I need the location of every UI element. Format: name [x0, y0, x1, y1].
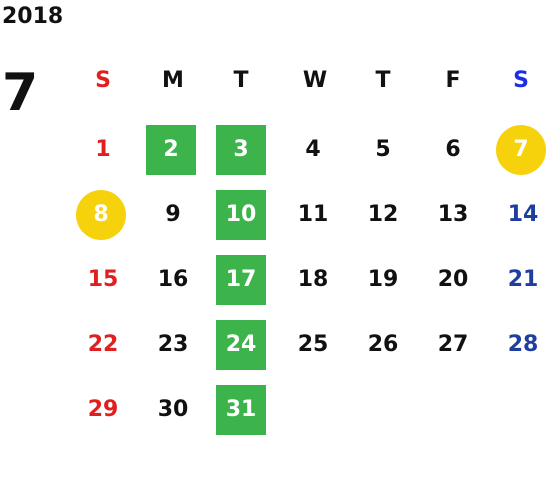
day-cell[interactable]: 19 — [367, 267, 399, 292]
day-cell[interactable]: 4 — [305, 137, 321, 162]
day-cell[interactable]: 25 — [297, 332, 329, 357]
day-cell[interactable]: 11 — [297, 202, 329, 227]
day-cell[interactable]: 14 — [507, 202, 539, 227]
day-cell[interactable]: 9 — [165, 202, 181, 227]
day-cell[interactable]: 22 — [87, 332, 119, 357]
month-number: 7 — [2, 63, 39, 123]
year-label: 2018 — [2, 4, 64, 29]
day-cell[interactable]: 24 — [216, 320, 266, 370]
day-cell[interactable]: 26 — [367, 332, 399, 357]
day-cell[interactable]: 6 — [445, 137, 461, 162]
day-cell[interactable]: 13 — [437, 202, 469, 227]
day-cell[interactable]: 27 — [437, 332, 469, 357]
weekday-header-sun: S — [95, 68, 111, 93]
day-cell[interactable]: 31 — [216, 385, 266, 435]
day-cell[interactable]: 3 — [216, 125, 266, 175]
day-cell[interactable]: 16 — [157, 267, 189, 292]
day-cell[interactable]: 17 — [216, 255, 266, 305]
day-cell[interactable]: 21 — [507, 267, 539, 292]
weekday-header-thu: T — [375, 68, 391, 93]
day-cell[interactable]: 1 — [95, 137, 111, 162]
day-cell[interactable]: 7 — [496, 125, 546, 175]
day-cell[interactable]: 30 — [157, 397, 189, 422]
weekday-header-wed: W — [302, 68, 328, 93]
day-cell[interactable]: 20 — [437, 267, 469, 292]
day-cell[interactable]: 10 — [216, 190, 266, 240]
day-cell[interactable]: 5 — [375, 137, 391, 162]
day-cell[interactable]: 2 — [146, 125, 196, 175]
weekday-header-sat: S — [513, 68, 529, 93]
day-cell[interactable]: 28 — [507, 332, 539, 357]
day-cell[interactable]: 15 — [87, 267, 119, 292]
day-cell[interactable]: 23 — [157, 332, 189, 357]
weekday-header-fri: F — [445, 68, 461, 93]
day-cell[interactable]: 12 — [367, 202, 399, 227]
weekday-header-mon: M — [162, 68, 184, 93]
day-cell[interactable]: 29 — [87, 397, 119, 422]
weekday-header-tue: T — [233, 68, 249, 93]
day-cell[interactable]: 18 — [297, 267, 329, 292]
day-cell[interactable]: 8 — [76, 190, 126, 240]
